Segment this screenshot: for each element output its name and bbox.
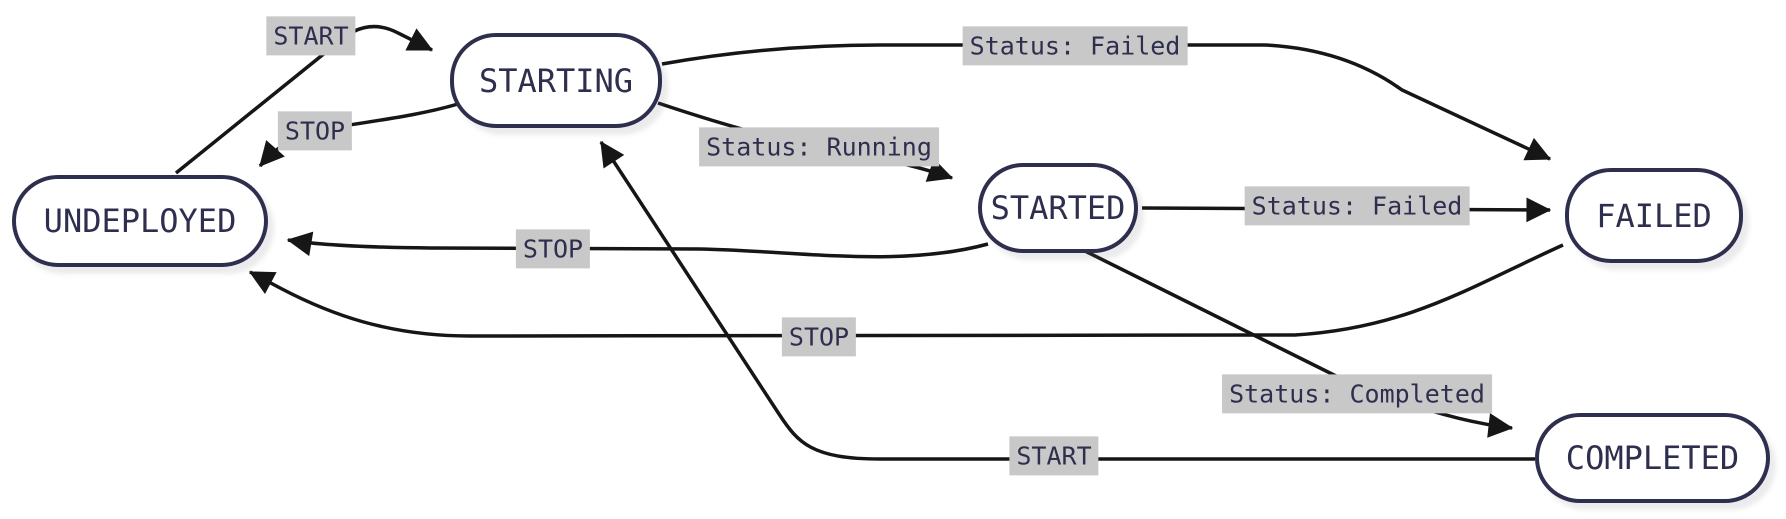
edge-completed-to-starting: [599, 140, 1535, 461]
edge-label-status-completed: Status: Completed: [1222, 374, 1492, 414]
edge-starting-to-failed: [661, 43, 1552, 161]
state-label-started: STARTED: [990, 189, 1126, 227]
edge-label-status-running: Status: Running: [699, 127, 939, 167]
edge-label-stop-started-undeployed: STOP: [515, 229, 591, 269]
edge-label-stop-starting-undeployed: STOP: [277, 111, 353, 151]
edge-label-status-failed-starting: Status: Failed: [962, 26, 1188, 66]
edge-label-status-failed-started: Status: Failed: [1244, 186, 1470, 226]
edge-label-stop-failed-undeployed: STOP: [781, 317, 857, 357]
state-node-started: STARTED: [978, 163, 1138, 253]
state-label-failed: FAILED: [1596, 196, 1712, 235]
state-node-failed: FAILED: [1565, 168, 1743, 263]
edge-failed-to-undeployed: [248, 243, 1564, 338]
state-node-starting: STARTING: [450, 33, 662, 128]
state-label-undeployed: UNDEPLOYED: [43, 202, 237, 240]
state-node-undeployed: UNDEPLOYED: [12, 175, 268, 267]
state-label-starting: STARTING: [478, 61, 634, 100]
state-node-completed: COMPLETED: [1535, 413, 1770, 503]
state-label-completed: COMPLETED: [1565, 439, 1740, 477]
edge-label-start-undeployed-starting: START: [266, 16, 356, 56]
edge-started-to-undeployed: [286, 231, 989, 259]
edge-label-start-completed-starting: START: [1009, 436, 1099, 476]
